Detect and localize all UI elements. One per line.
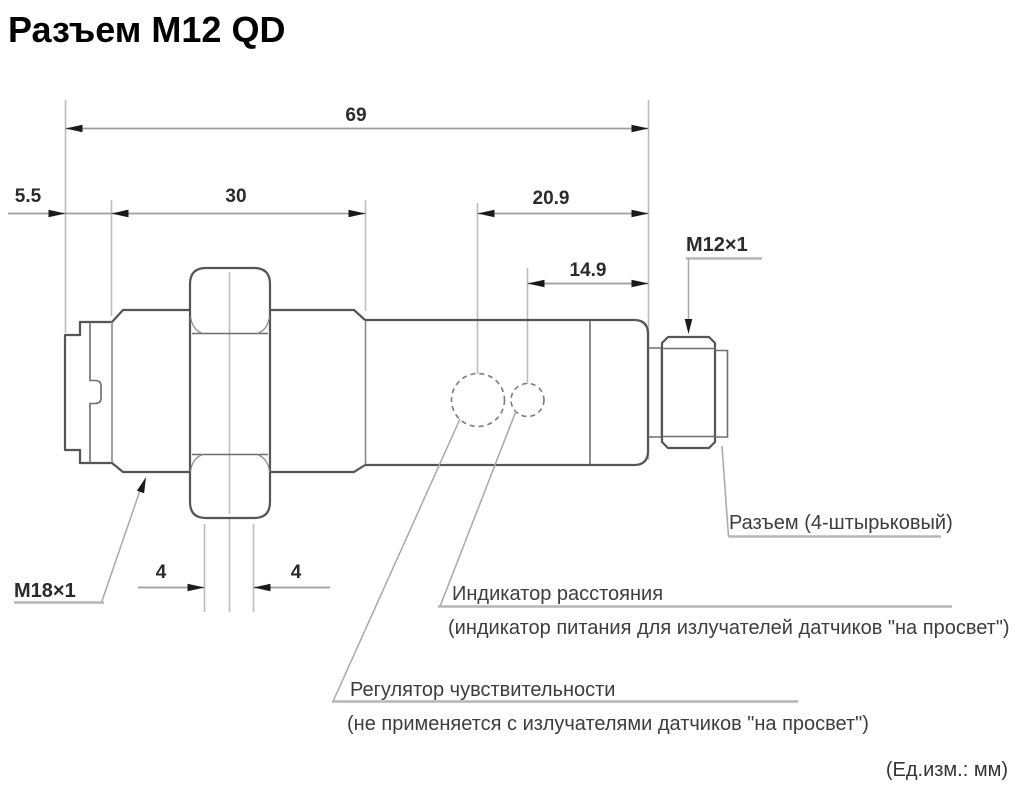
dimension-front-and-thread: 5.5 30	[8, 186, 366, 218]
dim-nut-rear-4: 4	[291, 562, 302, 583]
callout-sensitivity-adjuster: Регулятор чувствительности	[350, 679, 615, 701]
dimension-rear-section: 20.9	[477, 188, 649, 218]
dim-thread-30: 30	[225, 186, 246, 207]
callout-distance-indicator-note: (индикатор питания для излучателей датчи…	[448, 617, 1010, 639]
dimension-hex-nut: 4 4	[138, 562, 330, 592]
page-title: Разъем M12 QD	[8, 9, 285, 50]
label-m18-thread: M18×1	[14, 580, 76, 602]
m18-thread-label: M18×1	[14, 477, 146, 604]
sensor-thread-barrel	[111, 308, 367, 474]
sensor-body	[365, 318, 650, 467]
connector-end	[715, 349, 729, 438]
dim-front-5-5: 5.5	[15, 186, 42, 207]
dim-nut-front-4: 4	[156, 562, 167, 583]
sensitivity-adjuster-circle	[450, 372, 506, 428]
m12-connector	[648, 335, 729, 450]
connector-thread-nut	[660, 335, 717, 450]
connector-callout: Разъем (4-штырьковый)	[721, 445, 953, 538]
sensor-front-cap	[63, 320, 113, 465]
extension-lines	[64, 100, 650, 612]
sensitivity-adjuster-callout: Регулятор чувствительности (не применяет…	[332, 418, 869, 735]
cap-edge-with-key	[89, 322, 102, 463]
dimension-indicator-offset: 14.9	[527, 260, 649, 288]
callout-connector: Разъем (4-штырьковый)	[729, 512, 953, 534]
units-note: (Ед.изм.: мм)	[886, 759, 1008, 781]
callout-sensitivity-adjuster-note: (не применяется с излучателями датчиков …	[347, 713, 869, 735]
connector-collar	[648, 347, 663, 438]
hex-nut	[188, 266, 272, 520]
label-m12-thread: M12×1	[686, 234, 748, 256]
dim-indicator-14-9: 14.9	[570, 260, 607, 281]
m12-thread-label: M12×1	[684, 234, 762, 334]
dimension-overall-length: 69	[65, 105, 649, 133]
dim-overall-69: 69	[345, 105, 366, 126]
distance-indicator-circle	[510, 382, 545, 418]
dim-rear-20-9: 20.9	[533, 188, 570, 209]
callout-distance-indicator: Индикатор расстояния	[452, 583, 663, 605]
distance-indicator-callout: Индикатор расстояния (индикатор питания …	[438, 410, 1010, 639]
